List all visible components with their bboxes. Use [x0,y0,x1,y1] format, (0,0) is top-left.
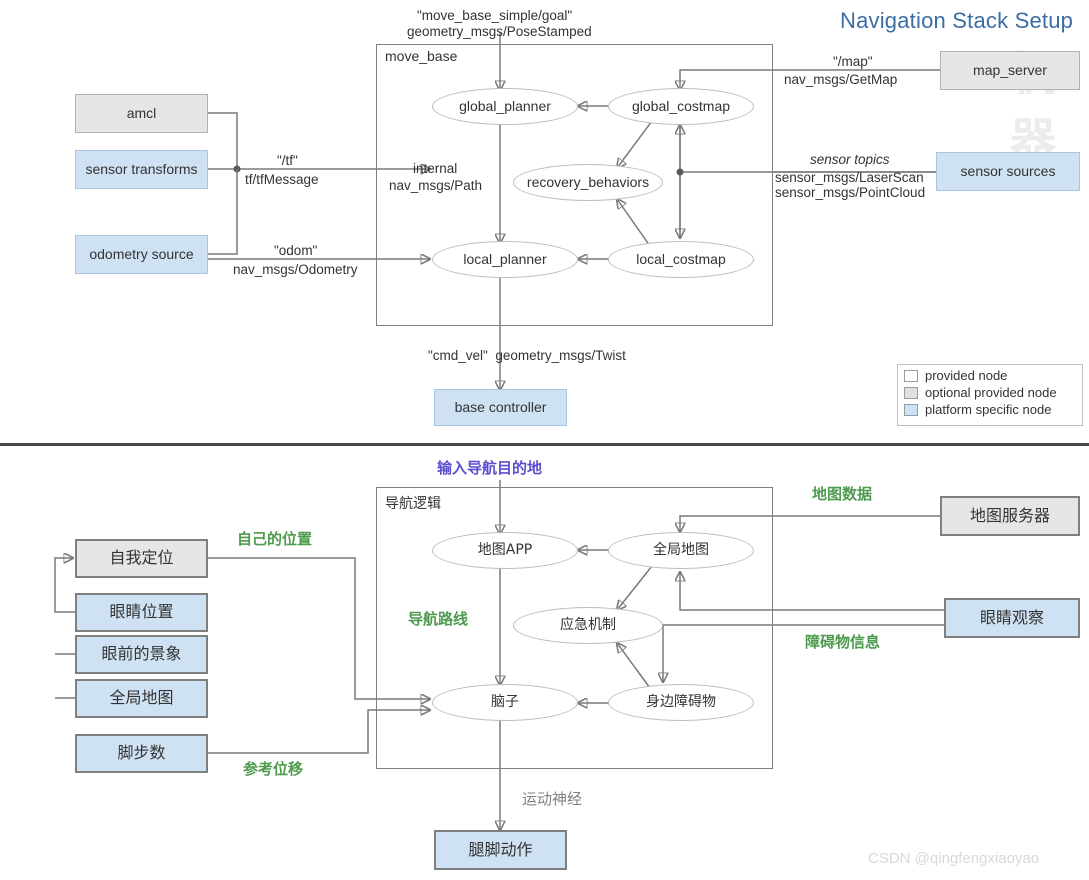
legend-swatch-gray [904,386,918,399]
legend: provided node optional provided node pla… [897,364,1083,426]
nav-logic-label: 导航逻辑 [382,493,444,513]
legend-label-optional: optional provided node [925,385,1057,400]
node-recovery-behaviors[interactable]: recovery_behaviors [513,164,663,201]
node-global-costmap[interactable]: global_costmap [608,88,754,125]
legend-label-provided: provided node [925,368,1008,383]
label-internal-type: nav_msgs/Path [389,178,483,193]
watermark-csdn: CSDN @qingfengxiaoyao [868,850,1040,867]
node-eye-observation[interactable]: 眼睛观察 [944,598,1080,638]
label-reference-displacement: 参考位移 [243,760,304,778]
node-nearby-obstacles[interactable]: 身边障碍物 [608,684,754,721]
top-diagram-title: Navigation Stack Setup [840,8,1074,33]
node-self-localization[interactable]: 自我定位 [75,539,208,578]
label-cmd-vel: "cmd_vel" geometry_msgs/Twist [428,348,626,363]
label-odom-topic: "odom" [274,243,318,258]
node-map-app[interactable]: 地图APP [432,532,578,569]
label-input-goal: 输入导航目的地 [437,459,543,477]
label-map-type: nav_msgs/GetMap [784,72,898,87]
node-global-planner[interactable]: global_planner [432,88,578,125]
move-base-container [376,44,773,326]
section-divider [0,443,1089,446]
node-global-map[interactable]: 全局地图 [608,532,754,569]
node-sensor-sources[interactable]: sensor sources [936,147,1085,191]
legend-row-optional: optional provided node [898,384,1082,401]
node-base-controller[interactable]: base controller [434,389,567,426]
label-map-data: 地图数据 [812,485,873,503]
legend-swatch-white [904,369,918,382]
label-map-topic: "/map" [833,54,873,69]
node-emergency-mechanism[interactable]: 应急机制 [513,607,663,644]
label-goal-type: geometry_msgs/PoseStamped [407,24,592,39]
nav-logic-container [376,487,773,769]
legend-row-platform: platform specific node [898,401,1082,418]
node-leg-action[interactable]: 腿脚动作 [434,830,567,870]
node-bottom-global-map[interactable]: 全局地图 [75,679,208,718]
label-obstacle-info: 障碍物信息 [805,633,881,651]
label-tf-topic: "/tf" [277,153,298,168]
node-brain[interactable]: 脑子 [432,684,578,721]
label-own-position: 自己的位置 [237,530,313,548]
label-sensor-type-laserscan: sensor_msgs/LaserScan [775,170,924,185]
node-map-server[interactable]: map_server [940,51,1080,90]
node-odometry-source[interactable]: odometry source [75,235,208,274]
node-local-planner[interactable]: local_planner [432,241,578,278]
label-goal-topic: "move_base_simple/goal" [417,8,573,23]
label-sensor-type-pointcloud: sensor_msgs/PointCloud [775,185,926,200]
legend-row-provided: provided node [898,367,1082,384]
label-motor-nerve: 运动神经 [522,790,583,808]
node-step-count[interactable]: 脚步数 [75,734,208,773]
move-base-label: move_base [382,48,461,64]
label-tf-type: tf/tfMessage [245,172,319,187]
legend-swatch-blue [904,403,918,416]
legend-label-platform: platform specific node [925,402,1052,417]
node-amcl[interactable]: amcl [75,94,208,133]
node-map-server-cn[interactable]: 地图服务器 [940,496,1080,536]
label-odom-type: nav_msgs/Odometry [233,262,358,277]
node-eye-scene[interactable]: 眼前的景象 [75,635,208,674]
label-internal: internal [413,161,458,176]
label-nav-route: 导航路线 [408,610,469,628]
node-local-costmap[interactable]: local_costmap [608,241,754,278]
node-eye-position[interactable]: 眼睛位置 [75,593,208,632]
label-sensor-topics: sensor topics [810,152,890,167]
node-sensor-transforms[interactable]: sensor transforms [75,145,213,189]
